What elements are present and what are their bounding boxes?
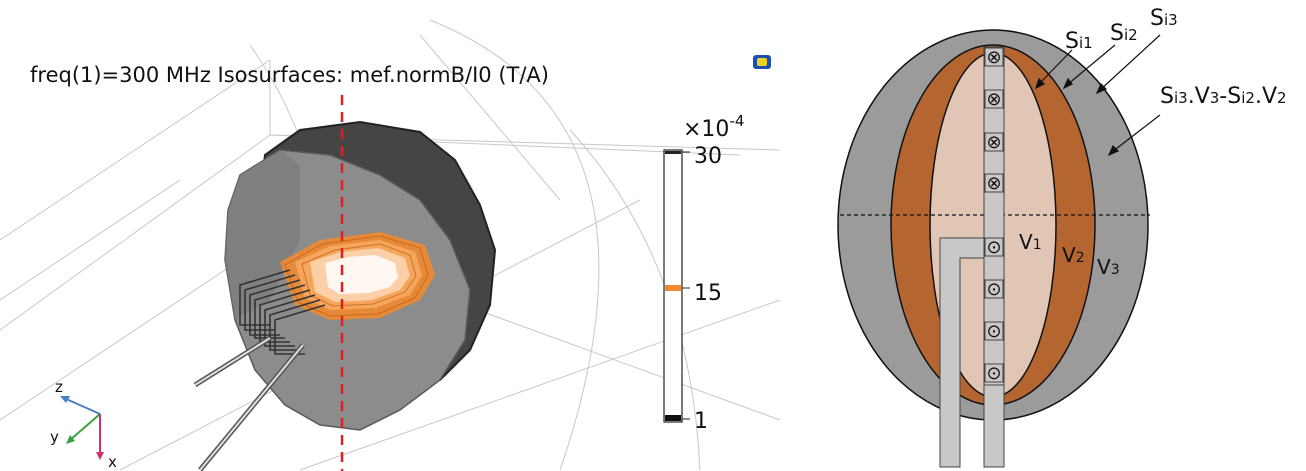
coil-isosurface: [280, 232, 435, 320]
current-into-symbols: ⊗ ⊗ ⊗ ⊗: [984, 47, 1004, 194]
label-v2: V2: [1062, 243, 1085, 267]
view-cube-icon[interactable]: [753, 55, 771, 69]
current-out-symbol-1: ⊙: [986, 237, 1001, 258]
current-into-symbol-4: ⊗: [986, 173, 1001, 194]
colorbar-min-label: 1: [694, 409, 708, 434]
current-out-symbol-3: ⊙: [986, 321, 1001, 342]
label-leaders: [1034, 34, 1161, 157]
simulation-view: freq(1)=300 MHz Isosurfaces: mef.normB/I…: [0, 19, 781, 471]
phantom-inner-shade: [225, 150, 300, 320]
label-si3: Si3: [1150, 6, 1178, 31]
colorbar-isosurface-band: [665, 285, 681, 291]
axes-triad: z y x: [50, 378, 117, 471]
current-out-symbol-4: ⊙: [986, 363, 1001, 384]
axis-z-label: z: [55, 378, 63, 396]
colorbar-mid-label: 15: [694, 281, 722, 306]
simulation-canvas: freq(1)=300 MHz Isosurfaces: mef.normB/I…: [0, 19, 781, 471]
label-si1: Si1: [1065, 29, 1093, 54]
current-out-symbols: ⊙ ⊙ ⊙ ⊙: [984, 237, 1004, 384]
schematic-view: ⊗ ⊗ ⊗ ⊗ ⊙ ⊙ ⊙ ⊙: [800, 0, 1306, 471]
colorbar-max-label: 30: [694, 144, 722, 169]
colorbar-multiplier: ×10-4: [683, 112, 744, 142]
current-into-symbol-3: ⊗: [986, 132, 1001, 153]
label-shell-difference: Si3.V3-Si2.V2: [1160, 84, 1287, 109]
label-v1: V1: [1019, 230, 1042, 254]
current-into-symbol-1: ⊗: [986, 47, 1001, 68]
colorbar-min-band: [665, 415, 681, 421]
plot-title: freq(1)=300 MHz Isosurfaces: mef.normB/I…: [30, 63, 549, 87]
schematic-canvas: ⊗ ⊗ ⊗ ⊗ ⊙ ⊙ ⊙ ⊙: [837, 6, 1287, 468]
axis-x-label: x: [108, 453, 117, 471]
feed-left-leg: [939, 237, 985, 468]
colorbar: ×10-4 30 15 1: [663, 112, 744, 434]
colorbar-max-band: [665, 151, 681, 154]
label-v3: V3: [1097, 255, 1120, 279]
axis-y-label: y: [50, 428, 59, 446]
feed-right-leg: [983, 384, 1005, 468]
current-into-symbol-2: ⊗: [986, 89, 1001, 110]
label-si2: Si2: [1110, 21, 1138, 46]
current-out-symbol-2: ⊙: [986, 279, 1001, 300]
